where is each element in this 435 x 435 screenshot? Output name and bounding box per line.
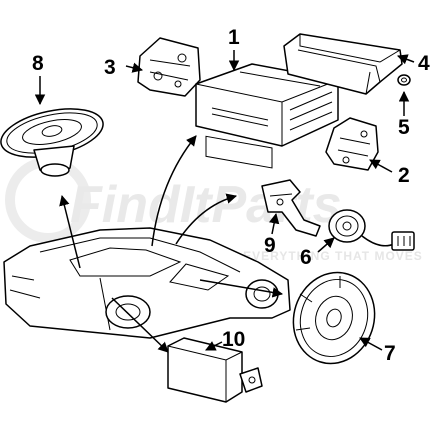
leader-to-radio xyxy=(151,135,197,247)
leader-lines xyxy=(59,135,284,353)
radio-head-unit xyxy=(195,63,339,169)
oval-speaker xyxy=(0,108,104,177)
leader-to-round-speaker xyxy=(199,279,284,298)
callout-2: 2 xyxy=(398,164,410,187)
leader-to-oval-speaker xyxy=(59,194,81,269)
callout-leaders xyxy=(34,50,415,351)
callout-6: 6 xyxy=(300,246,312,269)
callout-7: 7 xyxy=(384,342,396,365)
mounting-bracket-right xyxy=(325,117,379,171)
callout-3: 3 xyxy=(104,56,116,79)
callout-4: 4 xyxy=(418,52,430,75)
callout-numbers: 1 2 3 4 5 6 7 8 9 10 xyxy=(32,26,430,365)
callout-9: 9 xyxy=(264,234,276,257)
antenna-bracket xyxy=(261,179,321,237)
leader-to-amplifier xyxy=(111,297,169,353)
callout-5: 5 xyxy=(398,116,410,139)
storage-pocket xyxy=(283,33,403,95)
amplifier-module xyxy=(167,337,263,403)
car-outline xyxy=(3,227,291,339)
round-speaker xyxy=(292,271,376,365)
small-clip xyxy=(397,74,411,86)
callout-10: 10 xyxy=(222,328,245,351)
callout-8: 8 xyxy=(32,52,44,75)
callout-1: 1 xyxy=(228,26,240,49)
tweeter-speaker xyxy=(328,209,415,251)
mounting-bracket-left xyxy=(137,37,201,97)
leader-to-bracket xyxy=(175,193,238,245)
